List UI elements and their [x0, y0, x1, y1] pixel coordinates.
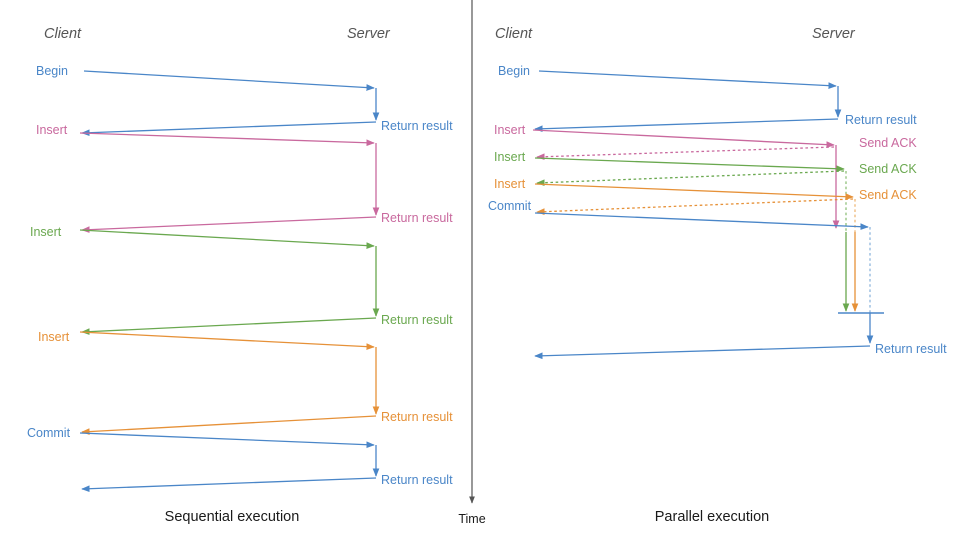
par-msg-insert3-request [534, 183, 854, 201]
seq-label-return-orange: Return result [381, 410, 453, 424]
seq-msg-begin-request [83, 70, 375, 91]
par-client-header: Client [495, 26, 533, 42]
seq-msg-insert1-return [81, 216, 377, 234]
seq-label-insert-orange: Insert [38, 330, 70, 344]
seq-msg-insert2-request [79, 229, 375, 249]
seq-msg-commit-request [79, 432, 375, 449]
seq-label-insert-green: Insert [30, 225, 62, 239]
par-label-insert-green: Insert [494, 150, 526, 164]
seq-label-return-green: Return result [381, 313, 453, 327]
seq-label-return-pink: Return result [381, 211, 453, 225]
par-msg-begin-request [538, 70, 837, 89]
panel-sequential: Client Server Begin Return result Insert… [27, 26, 453, 525]
par-msg-insert2-ack [536, 170, 845, 187]
par-label-begin: Begin [498, 64, 530, 78]
par-msg-commit-return [534, 345, 871, 360]
par-label-ack-orange: Send ACK [859, 188, 917, 202]
seq-label-insert-pink: Insert [36, 123, 68, 137]
par-msg-insert3-ack [536, 198, 854, 216]
seq-panel-caption: Sequential execution [165, 509, 300, 525]
seq-msg-insert1-request [79, 132, 375, 147]
seq-client-header: Client [44, 26, 82, 42]
par-server-header: Server [812, 26, 856, 42]
seq-msg-insert3-return [81, 415, 377, 435]
par-label-ack-green: Send ACK [859, 162, 917, 176]
par-label-ack-pink: Send ACK [859, 136, 917, 150]
seq-msg-insert3-request [79, 331, 375, 350]
par-msg-commit-request [534, 212, 869, 231]
seq-label-commit: Commit [27, 426, 71, 440]
par-label-insert-orange: Insert [494, 177, 526, 191]
par-msg-insert1-request [532, 129, 835, 148]
par-label-return-blue-2: Return result [875, 342, 947, 356]
par-msg-insert2-request [534, 157, 845, 173]
seq-msg-insert2-return [81, 317, 377, 336]
par-msg-begin-return [534, 118, 839, 133]
par-panel-caption: Parallel execution [655, 509, 769, 525]
seq-msg-commit-return [81, 477, 377, 493]
seq-label-return-blue-1: Return result [381, 119, 453, 133]
seq-label-begin: Begin [36, 64, 68, 78]
par-label-commit: Commit [488, 199, 532, 213]
seq-server-header: Server [347, 26, 391, 42]
time-axis-label: Time [458, 512, 485, 526]
panel-parallel: Client Server Begin Return result Insert… [488, 26, 947, 525]
par-label-return-blue-1: Return result [845, 113, 917, 127]
par-msg-insert1-ack [536, 146, 835, 161]
seq-label-return-blue-2: Return result [381, 473, 453, 487]
par-label-insert-pink: Insert [494, 123, 526, 137]
seq-msg-begin-return [81, 121, 377, 137]
